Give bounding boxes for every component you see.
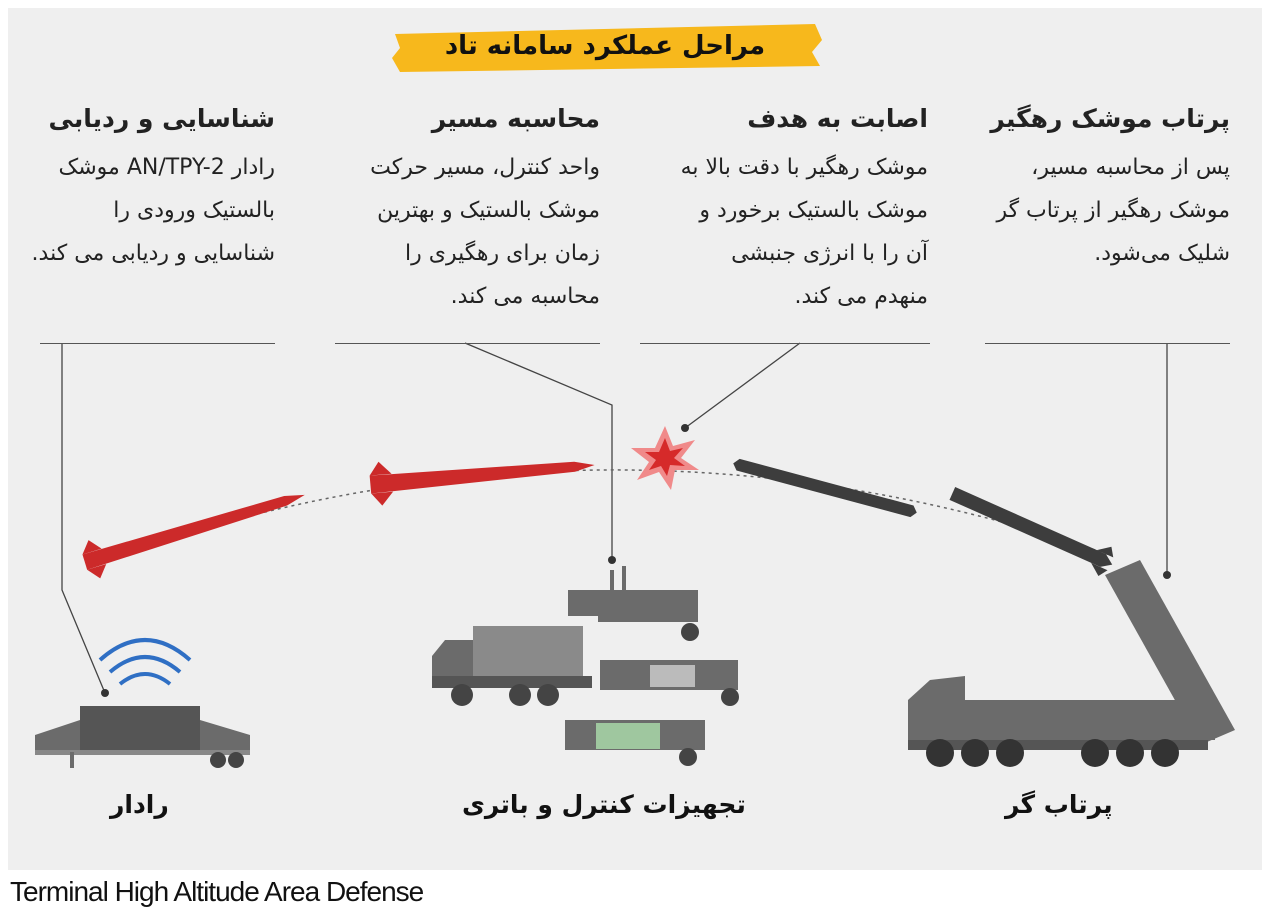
leader-dot — [681, 424, 689, 432]
label-launcher: پرتاب گر — [1005, 790, 1113, 819]
leader-dot — [101, 689, 109, 697]
step-detection: شناسایی و ردیابی رادار AN/TPY-2 موشک بال… — [25, 100, 275, 275]
impact-explosion-icon — [631, 426, 699, 490]
leader-control — [464, 342, 613, 560]
divider — [640, 343, 930, 344]
step-trajectory: محاسبه مسیر واحد کنترل، مسیر حرکت موشک ب… — [345, 100, 600, 318]
launcher-vehicle — [908, 560, 1235, 767]
caption: Terminal High Altitude Area Defense — [10, 876, 424, 907]
step-body: موشک رهگیر با دقت بالا به موشک بالستیک ب… — [680, 155, 928, 309]
leader-dot — [608, 556, 616, 564]
label-control: تجهیزات کنترل و باتری — [462, 790, 746, 819]
leader-radar — [61, 343, 106, 694]
leader-impact — [684, 342, 801, 429]
step-heading: پرتاب موشک رهگیر — [990, 104, 1230, 133]
title-banner: مراحل عملکرد سامانه تاد — [390, 22, 820, 70]
page-title: مراحل عملکرد سامانه تاد — [444, 31, 766, 61]
label-radar: رادار — [110, 790, 169, 819]
ballistic-missile — [82, 461, 595, 579]
interceptor-missile — [733, 458, 1114, 576]
step-body: واحد کنترل، مسیر حرکت موشک بالستیک و بهت… — [370, 155, 600, 309]
control-vehicles — [432, 566, 739, 766]
radar-waves-icon — [98, 638, 192, 686]
step-heading: اصابت به هدف — [747, 104, 928, 133]
divider — [40, 343, 275, 344]
step-body: رادار AN/TPY-2 موشک بالستیک ورودی را شنا… — [31, 155, 275, 266]
divider — [985, 343, 1230, 344]
step-heading: محاسبه مسیر — [431, 104, 600, 133]
leader-lines — [61, 342, 1168, 694]
step-heading: شناسایی و ردیابی — [48, 104, 275, 133]
leader-dot — [1163, 571, 1171, 579]
step-impact: اصابت به هدف موشک رهگیر با دقت بالا به م… — [673, 100, 928, 318]
radar-vehicle — [35, 706, 250, 768]
divider — [335, 343, 600, 344]
step-body: پس از محاسبه مسیر، موشک رهگیر از پرتاب گ… — [996, 155, 1230, 266]
title-highlight — [392, 24, 822, 72]
step-launch: پرتاب موشک رهگیر پس از محاسبه مسیر، موشک… — [975, 100, 1230, 275]
